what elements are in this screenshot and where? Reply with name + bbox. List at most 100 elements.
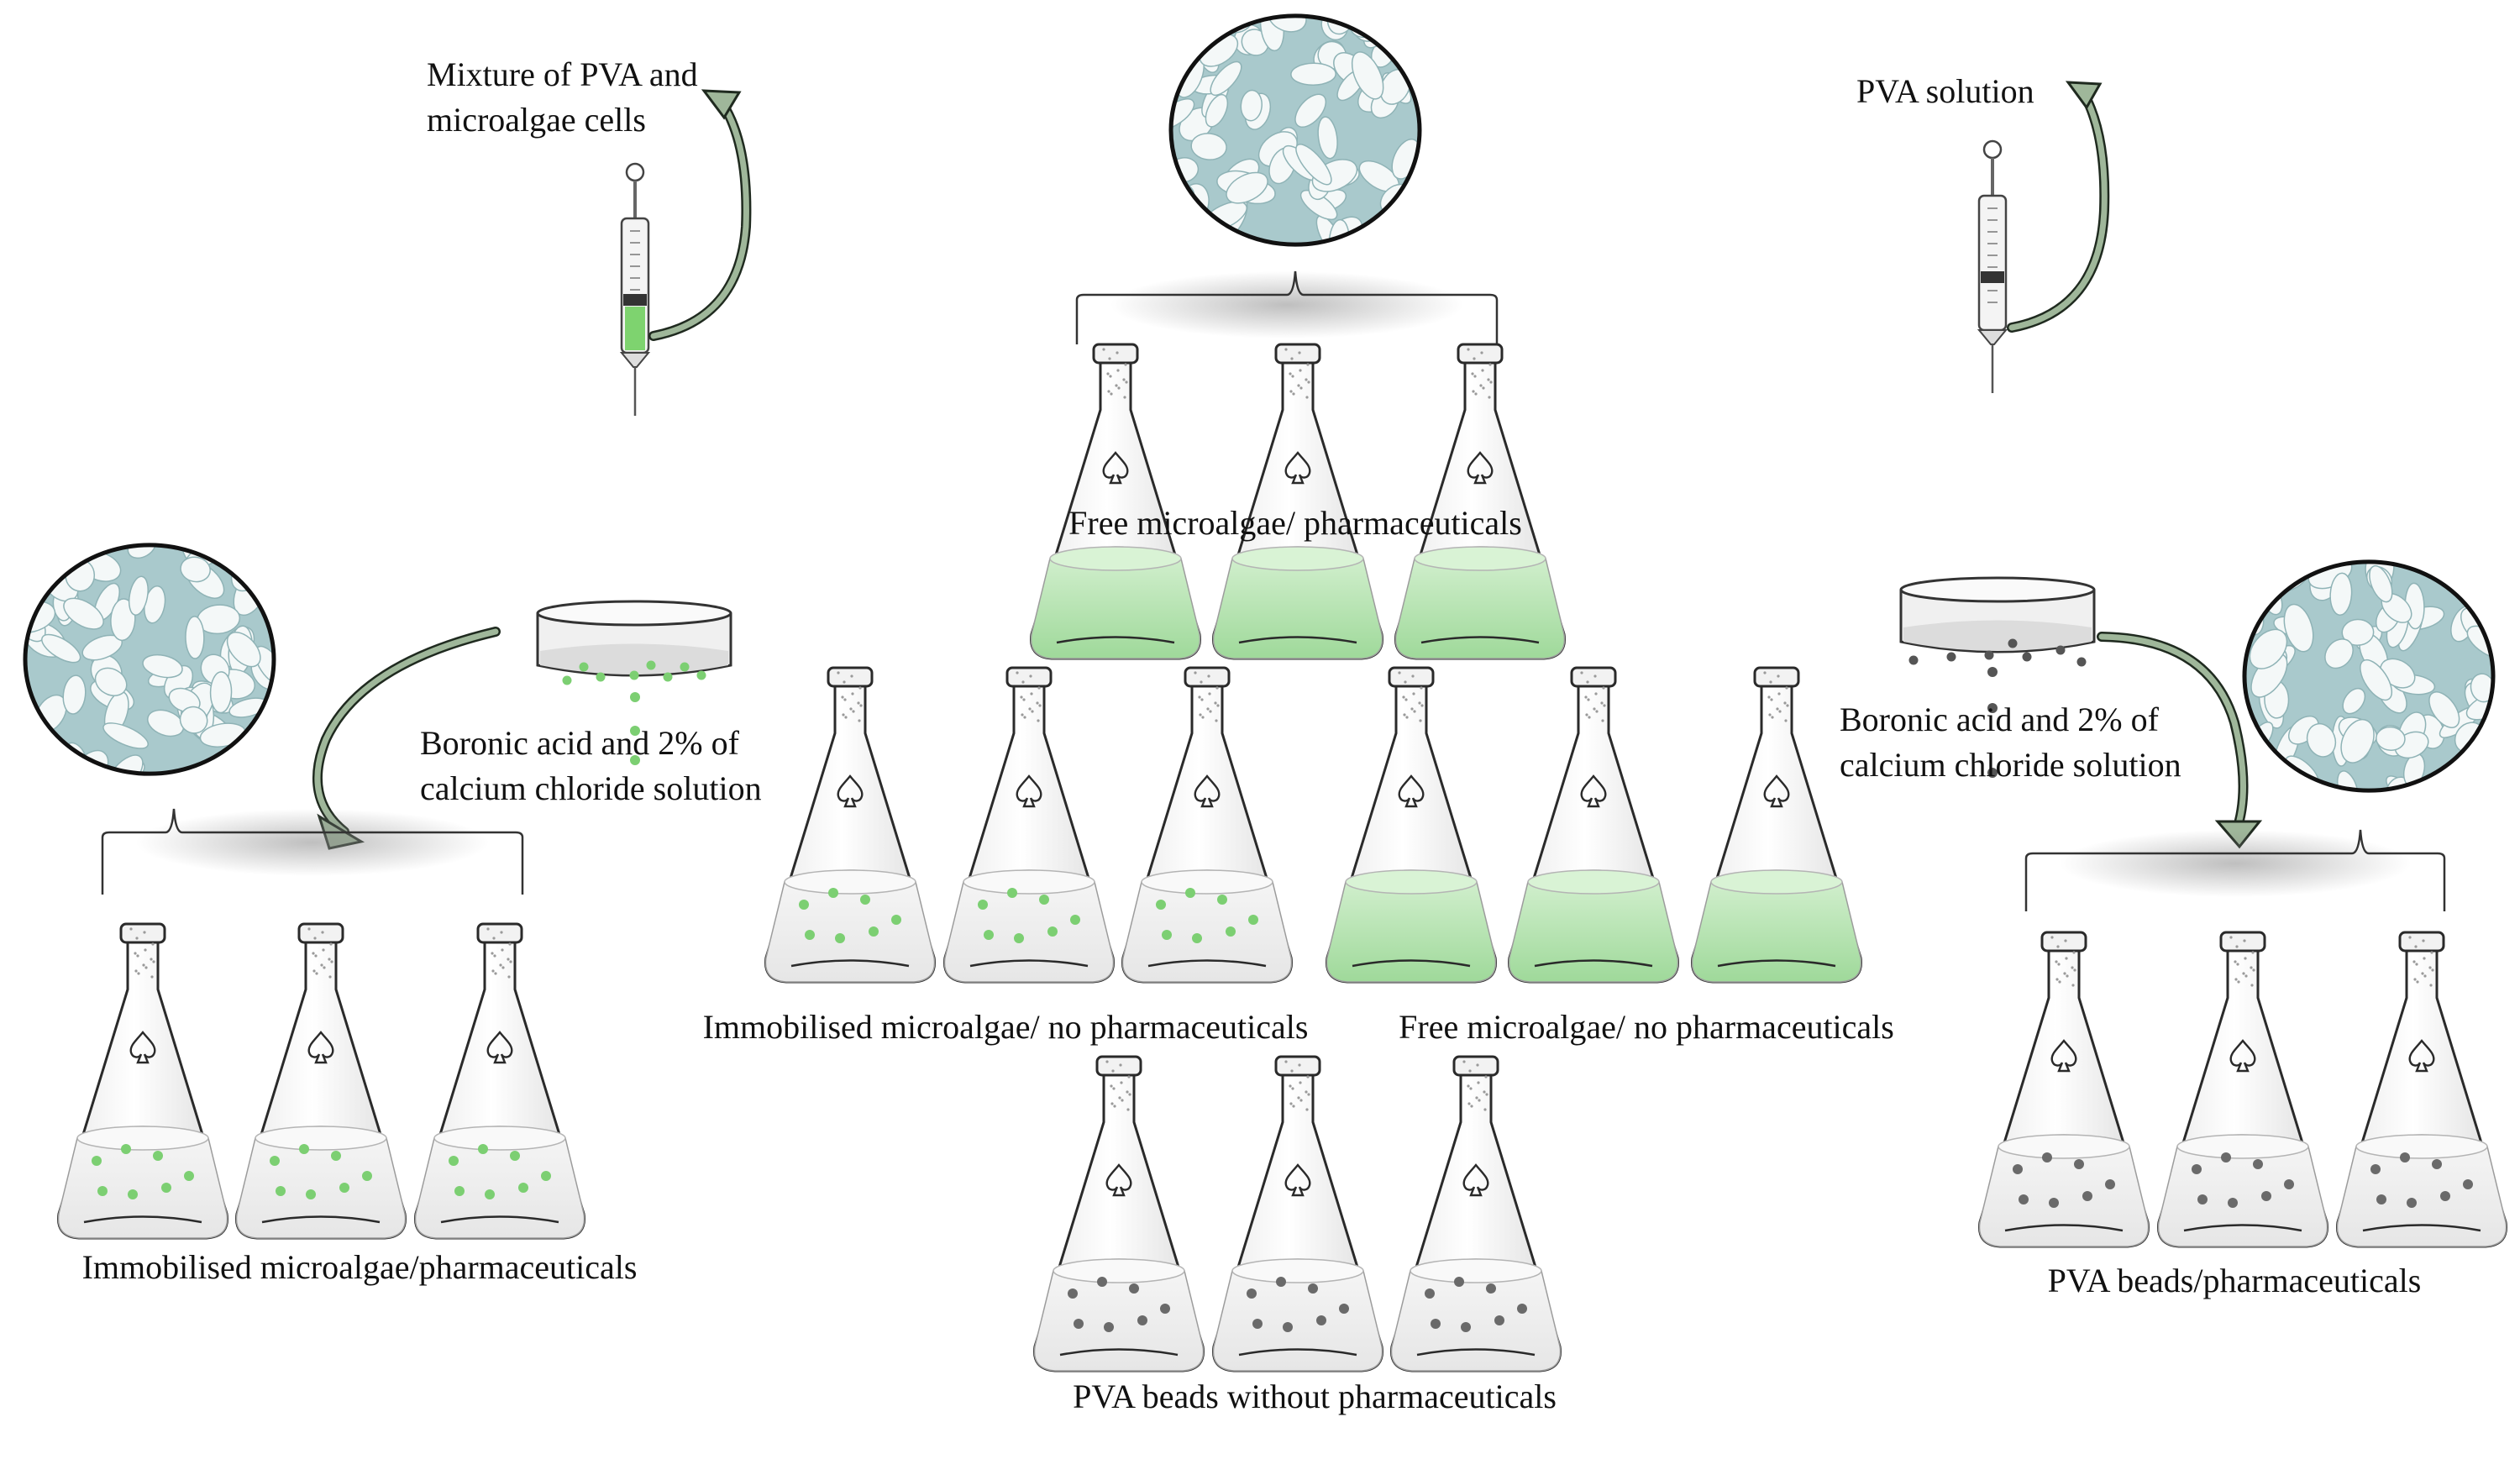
drop [1987, 667, 1998, 677]
bead [1425, 1288, 1435, 1299]
bead [629, 670, 639, 680]
spade-icon [1462, 1163, 1489, 1197]
bead [1047, 926, 1058, 937]
pills-photo [23, 543, 276, 776]
spade-icon [1284, 451, 1311, 485]
drop [1987, 703, 1998, 713]
bead [2440, 1191, 2450, 1201]
free-microalgae-no-pharmaceuticals-label: Free microalgae/ no pharmaceuticals [1399, 1008, 1894, 1046]
petri-dish-icon [1899, 576, 2096, 667]
bead [1494, 1315, 1504, 1325]
bead [1276, 1277, 1286, 1287]
bead [835, 933, 845, 943]
bead [2376, 1194, 2386, 1204]
spade-icon [2408, 1039, 2435, 1073]
petri-dish-icon [536, 600, 732, 685]
bead [1156, 900, 1166, 910]
bead [1226, 926, 1236, 937]
bead [331, 1151, 341, 1161]
erlenmeyer-flask-icon [943, 666, 1115, 984]
bead [454, 1186, 465, 1196]
bead [1431, 1319, 1441, 1329]
bead [97, 1186, 108, 1196]
drop [630, 726, 640, 736]
immobilised-microalgae-no-pharmaceuticals-label: Immobilised microalgae/ no pharmaceutica… [702, 1008, 1309, 1046]
bead [1068, 1288, 1078, 1299]
bead [1162, 930, 1172, 940]
bead [1039, 895, 1049, 905]
bead [485, 1189, 495, 1199]
bead [663, 672, 673, 682]
erlenmeyer-flask-icon [1030, 343, 1201, 660]
drop [630, 755, 640, 765]
pva-beads-without-pharmaceuticals-label: PVA beads without pharmaceuticals [1073, 1378, 1557, 1415]
bead [1074, 1319, 1084, 1329]
erlenmeyer-flask-icon [1978, 931, 2150, 1248]
bead [510, 1151, 520, 1161]
bead [161, 1183, 171, 1193]
spade-icon [1194, 774, 1221, 808]
bead [828, 888, 838, 898]
bead [541, 1171, 551, 1181]
bead [2407, 1198, 2417, 1208]
bead [1454, 1277, 1464, 1287]
bead [276, 1186, 286, 1196]
spade-icon [2229, 1039, 2256, 1073]
spade-icon [1398, 774, 1425, 808]
curved-arrow-icon [2007, 81, 2110, 333]
bead [2019, 1194, 2029, 1204]
erlenmeyer-flask-icon [2157, 931, 2328, 1248]
spade-icon [2050, 1039, 2077, 1073]
erlenmeyer-flask-icon [2336, 931, 2507, 1248]
bead [2253, 1159, 2263, 1169]
spade-icon [307, 1031, 334, 1064]
bead [2105, 1179, 2115, 1189]
bead [1014, 933, 1024, 943]
bead [1946, 652, 1956, 662]
bead [339, 1183, 349, 1193]
bead [184, 1171, 194, 1181]
bead [299, 1144, 309, 1154]
spade-icon [1763, 774, 1790, 808]
bead [1137, 1315, 1147, 1325]
bead [1192, 933, 1202, 943]
bead [153, 1151, 163, 1161]
erlenmeyer-flask-icon [1033, 1055, 1205, 1372]
erlenmeyer-flask-icon [764, 666, 936, 984]
spade-icon [1580, 774, 1607, 808]
free-microalgae-pharmaceuticals-label: Free microalgae/ pharmaceuticals [1068, 504, 1522, 542]
bead [2013, 1164, 2023, 1174]
bead [978, 900, 988, 910]
bead [2432, 1159, 2442, 1169]
bead [2192, 1164, 2202, 1174]
bead [2197, 1194, 2208, 1204]
erlenmeyer-flask-icon [1326, 666, 1497, 984]
bead [1316, 1315, 1326, 1325]
bead [128, 1189, 138, 1199]
bead [1248, 915, 1258, 925]
bead [646, 660, 656, 670]
bead [1308, 1283, 1318, 1294]
bead [596, 672, 606, 682]
spade-icon [837, 774, 864, 808]
bead [1097, 1277, 1107, 1287]
spade-icon [1102, 451, 1129, 485]
erlenmeyer-flask-icon [1121, 666, 1293, 984]
bead [2042, 1152, 2052, 1162]
boronic-acid-left-label: Boronic acid and 2% of calcium chloride … [420, 724, 762, 807]
bead [1070, 915, 1080, 925]
bead [2082, 1191, 2092, 1201]
syringe-icon [619, 162, 651, 765]
diagram-layer [23, 13, 2507, 1372]
bead [2221, 1152, 2231, 1162]
erlenmeyer-flask-icon [235, 922, 407, 1240]
spade-icon [1105, 1163, 1132, 1197]
bead [799, 900, 809, 910]
erlenmeyer-flask-icon [1691, 666, 1862, 984]
erlenmeyer-flask-icon [1212, 343, 1383, 660]
bead [2228, 1198, 2238, 1208]
bead [2284, 1179, 2294, 1189]
bead [2370, 1164, 2381, 1174]
bead [362, 1171, 372, 1181]
bead [2049, 1198, 2059, 1208]
